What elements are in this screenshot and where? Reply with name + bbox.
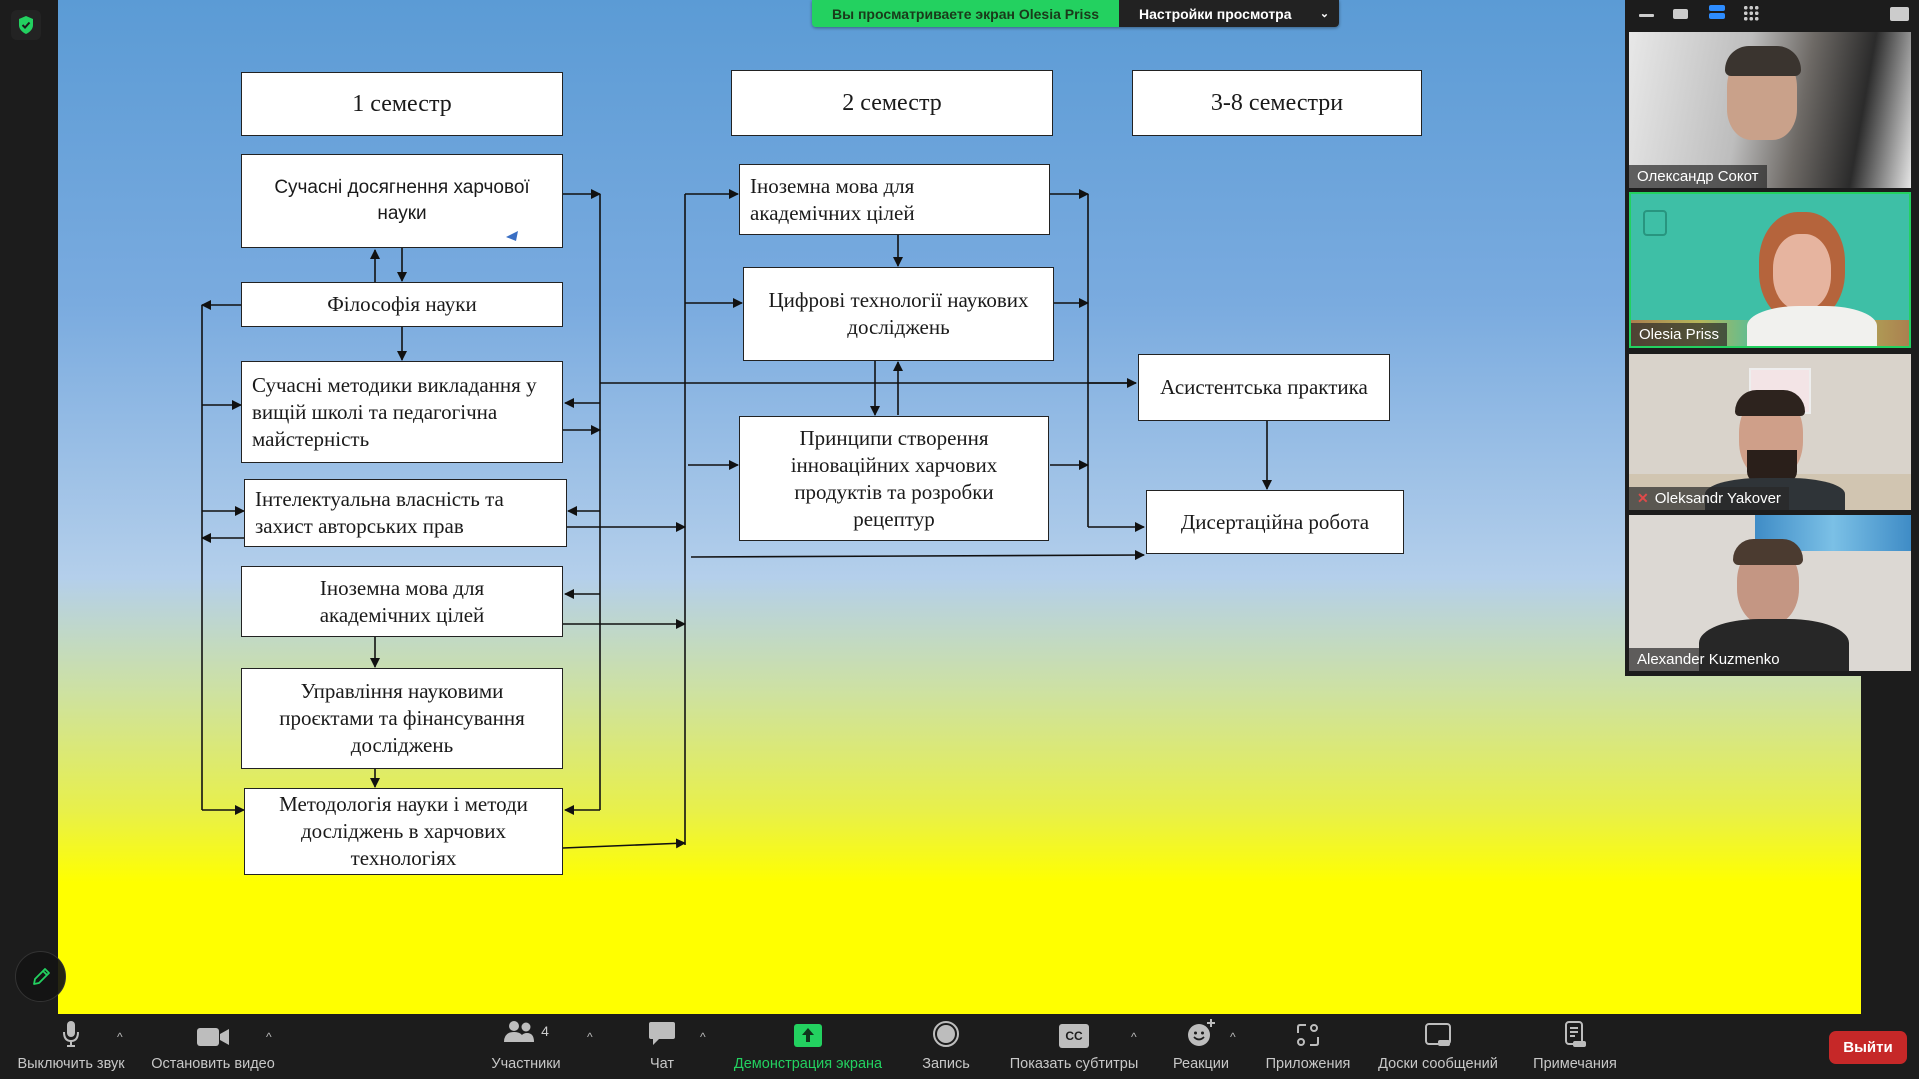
course-box: Сучасні методики викладання у вищій школ… [241,361,563,463]
course-box: Цифрові технології наукових досліджень [743,267,1054,361]
popout-icon[interactable] [1890,7,1909,21]
audio-options-caret[interactable]: ^ [117,1030,123,1044]
course-box: Управління науковими проєктами та фінанс… [241,668,563,769]
microphone-icon [63,1021,79,1047]
strip-view-icon[interactable] [1709,5,1725,20]
course-box: Іноземна мова для академічних цілей [739,164,1050,235]
apps-button[interactable]: Приложения [1258,1014,1358,1079]
video-options-caret[interactable]: ^ [266,1030,272,1044]
mute-button[interactable]: Выключить звук [12,1014,130,1079]
shared-screen-slide: 1 семестр 2 семестр 3-8 семестри Сучасні… [58,0,1861,1014]
show-captions-button[interactable]: CC Показать субтитры [1006,1014,1142,1079]
cursor-pointer-icon [506,231,518,241]
chevron-down-icon: ⌄ [1319,8,1330,20]
apps-icon [1297,1024,1319,1046]
video-panel-controls [1625,0,1919,30]
participants-count: 4 [541,1023,549,1039]
whiteboards-button[interactable]: Доски сообщений [1370,1014,1506,1079]
participant-video-tile[interactable]: Олександр Сокот [1629,32,1911,188]
header-semesters-3-8: 3-8 семестри [1132,70,1422,136]
chat-button[interactable]: Чат [640,1014,684,1079]
single-view-icon[interactable] [1673,9,1688,19]
participants-options-caret[interactable]: ^ [587,1030,593,1044]
chat-bubble-icon [649,1022,675,1045]
gallery-view-icon[interactable] [1743,5,1759,21]
course-box: Асистентська практика [1138,354,1390,421]
reactions-options-caret[interactable]: ^ [1230,1030,1236,1044]
record-button[interactable]: Запись [916,1014,976,1079]
shield-check-icon [19,16,33,34]
mic-muted-icon: ✕ [1637,490,1649,506]
cc-icon: CC [1059,1024,1089,1048]
course-box: Дисертаційна робота [1146,490,1404,554]
course-box: Іноземна мова для академічних цілей [241,566,563,637]
course-box: Принципи створення інноваційних харчових… [739,416,1049,541]
header-semester-1: 1 семестр [241,72,563,136]
left-sidebar [0,0,58,1014]
chat-options-caret[interactable]: ^ [700,1030,706,1044]
participant-video-tile[interactable]: Olesia Priss [1629,192,1911,348]
minimize-icon[interactable] [1639,14,1654,17]
viewing-screen-label: Вы просматриваете экран Olesia Priss [812,0,1120,27]
notes-button[interactable]: Примечания [1522,1014,1628,1079]
header-semester-2: 2 семестр [731,70,1053,136]
participant-video-tile[interactable]: ✕ Oleksandr Yakover [1629,354,1911,510]
participants-button[interactable]: 4 Участники [482,1014,570,1079]
pencil-icon [32,967,50,985]
annotate-button[interactable] [15,951,66,1002]
whiteboard-icon [1425,1023,1451,1046]
record-icon [933,1021,959,1047]
security-shield-button[interactable] [11,10,41,40]
stop-video-button[interactable]: Остановить видео [148,1014,278,1079]
meeting-toolbar: Выключить звук ^ Остановить видео ^ 4 Уч… [0,1014,1919,1079]
video-camera-icon [197,1028,229,1046]
share-screen-icon [794,1024,822,1047]
course-box: Інтелектуальна власність та захист автор… [244,479,567,547]
notes-icon [1565,1021,1586,1047]
leave-meeting-button[interactable]: Выйти [1829,1031,1907,1064]
course-box: Сучасні досягнення харчової науки [241,154,563,248]
share-screen-button[interactable]: Демонстрация экрана [724,1014,892,1079]
course-box: Методологія науки і методи досліджень в … [244,788,563,875]
captions-options-caret[interactable]: ^ [1131,1030,1137,1044]
reactions-button[interactable]: Реакции [1164,1014,1238,1079]
participant-name-label: Alexander Kuzmenko [1629,648,1788,671]
video-panel: Олександр Сокот Olesia Priss ✕ Oleksandr… [1625,0,1919,676]
screen-share-banner: Вы просматриваете экран Olesia Priss Нас… [812,0,1340,27]
course-box: Філософія науки [241,282,563,327]
participant-video-tile[interactable]: Alexander Kuzmenko [1629,515,1911,671]
participant-name-label: Olesia Priss [1631,323,1728,346]
participant-name-label: Олександр Сокот [1629,165,1767,188]
reaction-smiley-icon [1188,1019,1215,1046]
view-options-button[interactable]: Настройки просмотра ⌄ [1119,0,1340,27]
participants-icon [504,1021,535,1042]
participant-name-label: ✕ Oleksandr Yakover [1629,487,1789,510]
